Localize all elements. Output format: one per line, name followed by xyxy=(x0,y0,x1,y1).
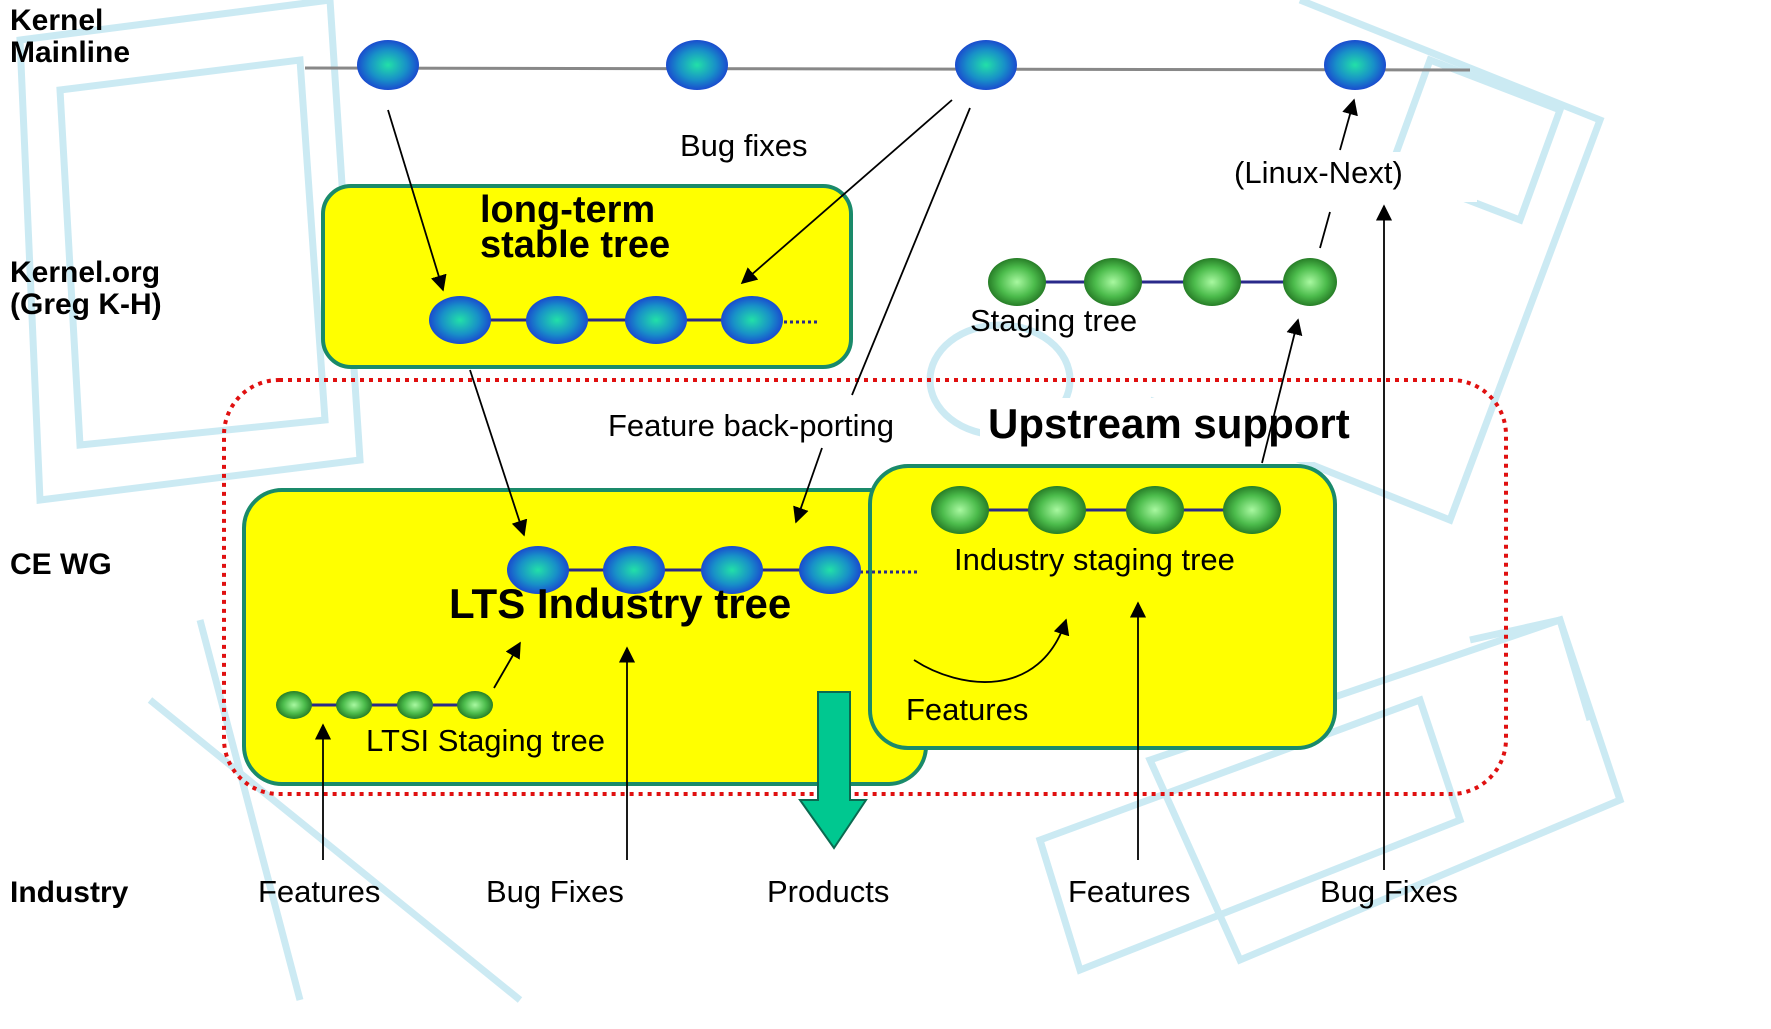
feature-backporting-backdrop xyxy=(598,398,926,444)
mainline-node xyxy=(1324,40,1386,90)
label-staging-tree: Staging tree xyxy=(970,303,1137,338)
label-ltsi-staging-tree: LTSI Staging tree xyxy=(366,723,605,758)
long-term-stable-title-line2: stable tree xyxy=(480,224,670,266)
arrow-backporting-to-lts xyxy=(793,447,823,524)
row-label-kernel-org-line2: (Greg K-H) xyxy=(10,288,162,321)
row-label-kernel-mainline-line2: Mainline xyxy=(10,36,130,69)
bottom-label-products: Products xyxy=(767,874,889,909)
bottom-label-bug-fixes: Bug Fixes xyxy=(486,874,624,909)
lts-industry-node xyxy=(701,546,763,594)
staging-node xyxy=(988,258,1046,306)
staging-node xyxy=(1283,258,1337,306)
arrow-mainline-to-stable xyxy=(387,109,447,292)
mainline-node xyxy=(357,40,419,90)
lts-industry-nodes xyxy=(507,546,861,594)
bottom-label-features-right: Features xyxy=(1068,874,1190,909)
industry-staging-node xyxy=(1126,486,1184,534)
ltsi-staging-node xyxy=(276,691,312,719)
linux-next-backdrop xyxy=(1225,152,1477,202)
products-down-arrow xyxy=(798,691,868,850)
mainline-node xyxy=(955,40,1017,90)
row-label-kernel-mainline-line1: Kernel xyxy=(10,4,103,37)
label-upstream-support: Upstream support xyxy=(988,400,1350,447)
lts-industry-node xyxy=(603,546,665,594)
mainline-node xyxy=(666,40,728,90)
stable-node xyxy=(429,296,491,344)
lts-industry-node xyxy=(507,546,569,594)
industry-staging-tree-box xyxy=(868,464,1337,750)
label-bug-fixes: Bug fixes xyxy=(680,128,808,163)
staging-node xyxy=(1084,258,1142,306)
staging-tree-nodes xyxy=(988,258,1337,306)
mainline-timeline xyxy=(304,66,1471,72)
line-staging-to-linuxnext xyxy=(1319,211,1331,249)
flow-arrows xyxy=(314,98,1393,870)
label-linux-next: (Linux-Next) xyxy=(1234,155,1403,190)
stable-node xyxy=(625,296,687,344)
label-industry-staging-tree: Industry staging tree xyxy=(954,542,1235,577)
arrow-mainline-to-stable-bugfix xyxy=(740,99,953,285)
stable-tree-nodes xyxy=(429,296,783,344)
arrow-stable-to-lts xyxy=(469,369,528,537)
stable-node xyxy=(526,296,588,344)
label-features-inner: Features xyxy=(906,692,1028,727)
upstream-support-backdrop xyxy=(980,398,1360,462)
bottom-label-features: Features xyxy=(258,874,380,909)
label-lts-industry-tree: LTS Industry tree xyxy=(449,580,791,627)
ltsi-staging-node xyxy=(336,691,372,719)
label-feature-backporting: Feature back-porting xyxy=(608,408,894,443)
row-label-kernel-org-line1: Kernel.org xyxy=(10,256,160,289)
arrow-linuxnext-to-mainline xyxy=(1339,98,1358,151)
ltsi-staging-node xyxy=(457,691,493,719)
ltsi-staging-node xyxy=(397,691,433,719)
industry-staging-node xyxy=(931,486,989,534)
line-backporting xyxy=(851,107,971,396)
staging-node xyxy=(1183,258,1241,306)
long-term-stable-title-line1: long-term xyxy=(480,189,655,231)
industry-staging-node xyxy=(1223,486,1281,534)
ltsi-staging-nodes xyxy=(276,691,493,719)
row-label-ce-wg: CE WG xyxy=(10,548,112,581)
industry-staging-nodes xyxy=(931,486,1281,534)
mainline-nodes xyxy=(357,40,1386,90)
row-label-industry: Industry xyxy=(10,876,129,909)
ce-wg-region xyxy=(222,378,1508,796)
lts-industry-node xyxy=(799,546,861,594)
background-clipart xyxy=(16,0,1625,1003)
industry-staging-node xyxy=(1028,486,1086,534)
arrow-inner-features xyxy=(913,618,1070,683)
stable-node xyxy=(721,296,783,344)
bottom-label-bug-fixes-right: Bug Fixes xyxy=(1320,874,1458,909)
arrow-ltsi-to-lts xyxy=(493,641,521,689)
arrow-industry-to-staging xyxy=(1261,318,1303,464)
